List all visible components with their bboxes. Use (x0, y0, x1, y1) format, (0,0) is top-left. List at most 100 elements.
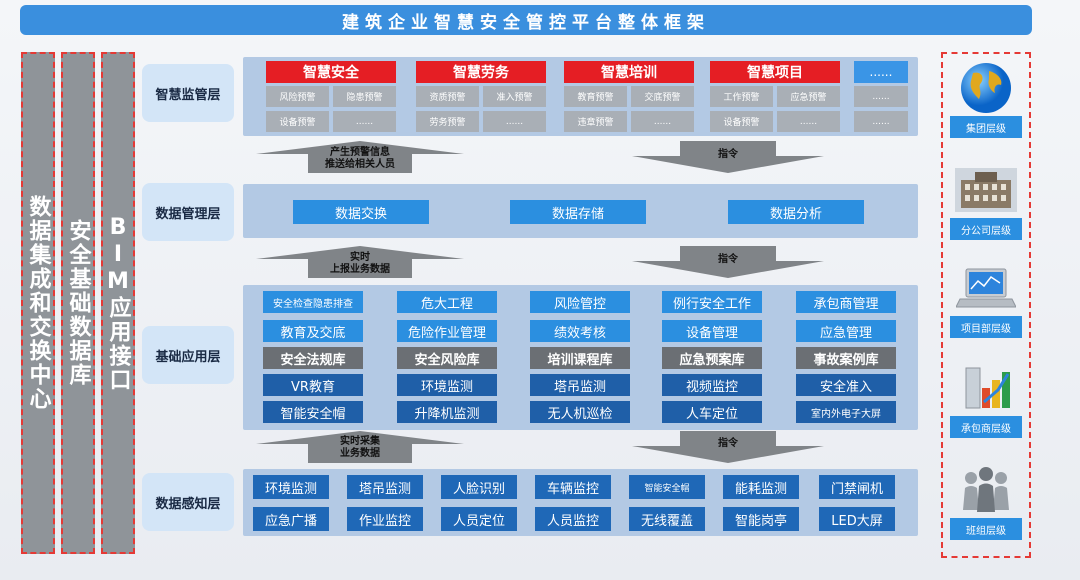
people-icon (950, 464, 1022, 516)
app-item[interactable]: 智能安全帽 (263, 401, 363, 423)
app-item[interactable]: 教育及交底 (263, 320, 363, 342)
group-title: 智慧安全 (266, 61, 396, 83)
arrow-label-line: 产生预警信息 (330, 147, 390, 158)
arrow-label-line: 实时 (350, 252, 370, 263)
laptop-icon (950, 262, 1022, 314)
app-item[interactable]: 安全准入 (796, 374, 896, 396)
sensor-item[interactable]: 门禁闸机 (819, 475, 895, 499)
down-arrow-label: 指令 (718, 149, 738, 160)
hierarchy-item-branch[interactable]: 分公司层级 (950, 164, 1022, 240)
sensor-item[interactable]: 智能安全帽 (629, 475, 705, 499)
app-item[interactable]: 事故案例库 (796, 347, 896, 369)
down-arrow (632, 431, 824, 463)
group-more: ...... (854, 61, 908, 83)
layer-label-supervision: 智慧监管层 (142, 64, 234, 122)
arrow-label-line: 推送给相关人员 (325, 159, 395, 170)
app-item[interactable]: 例行安全工作 (662, 291, 762, 313)
group-item: 违章预警 (564, 111, 627, 132)
arrow-label-line: 上报业务数据 (330, 264, 390, 275)
page-title: 建筑企业智慧安全管控平台整体框架 (20, 5, 1032, 35)
layer-label-basic-application: 基础应用层 (142, 326, 234, 384)
layer-label-data-management: 数据管理层 (142, 183, 234, 241)
up-arrow (256, 431, 464, 463)
sensor-item[interactable]: 塔吊监测 (347, 475, 423, 499)
group-item: ...... (854, 111, 908, 132)
app-item[interactable]: 承包商管理 (796, 291, 896, 313)
hierarchy-item-project[interactable]: 项目部层级 (950, 262, 1022, 338)
sensor-item[interactable]: 环境监测 (253, 475, 329, 499)
app-item[interactable]: 应急管理 (796, 320, 896, 342)
app-item[interactable]: 安全风险库 (397, 347, 497, 369)
app-item[interactable]: 危大工程 (397, 291, 497, 313)
sensor-item[interactable]: 人员监控 (535, 507, 611, 531)
app-item[interactable]: 塔吊监测 (530, 374, 630, 396)
up-arrow-label: 产生预警信息 推送给相关人员 (290, 147, 430, 171)
sensor-item[interactable]: 作业监控 (347, 507, 423, 531)
sensor-item[interactable]: 人员定位 (441, 507, 517, 531)
sensor-item[interactable]: 能耗监测 (723, 475, 799, 499)
group-item: 教育预警 (564, 86, 627, 107)
app-item[interactable]: 环境监测 (397, 374, 497, 396)
safety-database-column: 安全基础数据库 (61, 52, 95, 554)
sensor-item[interactable]: 智能岗亭 (723, 507, 799, 531)
data-storage-button[interactable]: 数据存储 (510, 200, 646, 224)
hierarchy-label: 班组层级 (950, 518, 1022, 540)
app-item[interactable]: 危险作业管理 (397, 320, 497, 342)
app-item[interactable]: 安全法规库 (263, 347, 363, 369)
arrow-label-line: 实时采集 (340, 436, 380, 447)
chart-building-icon (950, 362, 1022, 414)
group-title: 智慧培训 (564, 61, 694, 83)
hierarchy-item-team[interactable]: 班组层级 (950, 464, 1022, 540)
app-item[interactable]: 室内外电子大屏 (796, 401, 896, 423)
perception-band: 环境监测 塔吊监测 人脸识别 车辆监控 智能安全帽 能耗监测 门禁闸机 应急广播… (243, 469, 918, 536)
group-item: 工作预警 (710, 86, 773, 107)
sensor-item[interactable]: LED大屏 (819, 507, 895, 531)
app-item[interactable]: 设备管理 (662, 320, 762, 342)
app-item[interactable]: 风险管控 (530, 291, 630, 313)
data-analysis-button[interactable]: 数据分析 (728, 200, 864, 224)
up-arrow (256, 246, 464, 278)
sensor-item[interactable]: 人脸识别 (441, 475, 517, 499)
group-item: ...... (333, 111, 396, 132)
down-arrow (632, 246, 824, 278)
group-item: ...... (777, 111, 840, 132)
group-item: 劳务预警 (416, 111, 479, 132)
hierarchy-panel: 集团层级 分公司层级 项目部层级 (941, 52, 1031, 558)
up-arrow (256, 141, 464, 173)
sensor-item[interactable]: 车辆监控 (535, 475, 611, 499)
app-item[interactable]: 升降机监测 (397, 401, 497, 423)
data-exchange-center-column: 数据集成和交换中心 (21, 52, 55, 554)
hierarchy-item-group[interactable]: 集团层级 (950, 62, 1022, 138)
app-item[interactable]: 无人机巡检 (530, 401, 630, 423)
down-arrow (632, 141, 824, 173)
group-item: 设备预警 (266, 111, 329, 132)
group-item: 准入预警 (483, 86, 546, 107)
group-item: ...... (631, 111, 694, 132)
group-title: 智慧劳务 (416, 61, 546, 83)
app-item[interactable]: 应急预案库 (662, 347, 762, 369)
building-icon (950, 164, 1022, 216)
basic-application-band: 安全检查隐患排查 教育及交底 安全法规库 VR教育 智能安全帽 危大工程 危险作… (243, 285, 918, 430)
app-item[interactable]: 视频监控 (662, 374, 762, 396)
app-item[interactable]: VR教育 (263, 374, 363, 396)
group-item: 交底预警 (631, 86, 694, 107)
sensor-item[interactable]: 无线覆盖 (629, 507, 705, 531)
data-exchange-button[interactable]: 数据交换 (293, 200, 429, 224)
app-item[interactable]: 绩效考核 (530, 320, 630, 342)
app-item[interactable]: 人车定位 (662, 401, 762, 423)
group-item: 应急预警 (777, 86, 840, 107)
hierarchy-label: 项目部层级 (950, 316, 1022, 338)
bim-interface-column: BIM应用接口 (101, 52, 135, 554)
data-management-band: 数据交换 数据存储 数据分析 (243, 184, 918, 238)
sensor-item[interactable]: 应急广播 (253, 507, 329, 531)
group-title: 智慧项目 (710, 61, 840, 83)
group-item: 隐患预警 (333, 86, 396, 107)
group-item: 设备预警 (710, 111, 773, 132)
group-item: 资质预警 (416, 86, 479, 107)
app-item[interactable]: 安全检查隐患排查 (263, 291, 363, 313)
hierarchy-label: 承包商层级 (950, 416, 1022, 438)
up-arrow-label: 实时采集 业务数据 (290, 436, 430, 460)
hierarchy-item-contractor[interactable]: 承包商层级 (950, 362, 1022, 438)
down-arrow-label: 指令 (718, 438, 738, 449)
app-item[interactable]: 培训课程库 (530, 347, 630, 369)
